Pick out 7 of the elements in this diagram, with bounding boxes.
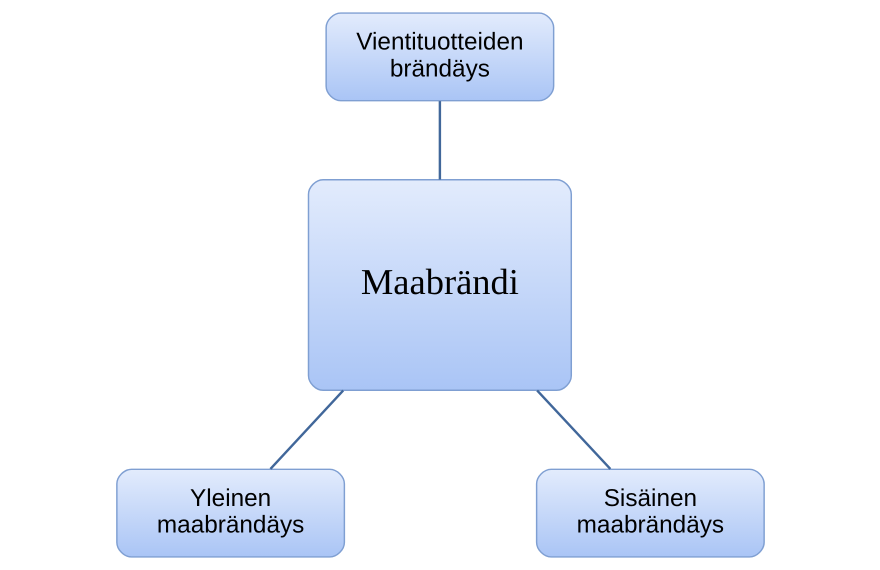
connector [438, 101, 441, 180]
node-box: Yleinen maabrändäys [116, 468, 345, 558]
node-box: Sisäinen maabrändäys [535, 468, 764, 558]
connector [269, 390, 344, 470]
node-box: Vientituotteiden brändäys [324, 12, 554, 102]
connector [536, 390, 611, 470]
node-box: Maabrändi [307, 179, 572, 391]
